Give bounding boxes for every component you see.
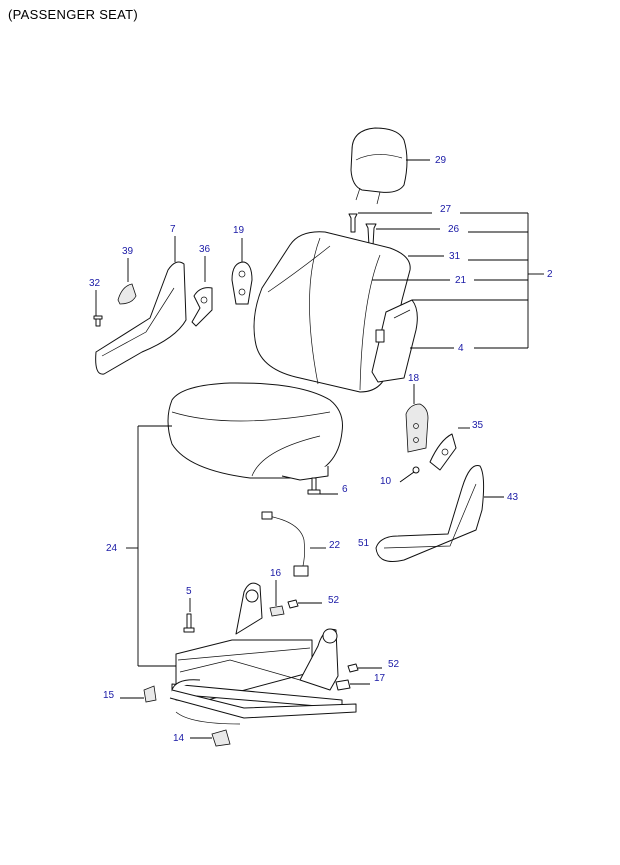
callout-22: 22 xyxy=(329,540,341,551)
callout-16: 16 xyxy=(270,568,282,579)
callout-10: 10 xyxy=(380,476,392,487)
callout-14: 14 xyxy=(173,733,185,744)
callout-19: 19 xyxy=(233,225,245,236)
callout-labels: 29 27 26 31 21 2 4 7 39 36 19 32 18 35 1… xyxy=(89,155,553,744)
bolt-6 xyxy=(307,477,321,495)
callout-32: 32 xyxy=(89,278,101,289)
seat-frame xyxy=(169,582,357,725)
diagram-title: (PASSENGER SEAT) xyxy=(8,7,139,22)
seat-cushion xyxy=(167,382,343,481)
callout-7: 7 xyxy=(170,224,176,235)
headrest-guide-pins xyxy=(348,213,377,247)
right-side-cover xyxy=(375,464,485,562)
callout-27: 27 xyxy=(440,204,452,215)
headrest xyxy=(350,127,408,205)
callout-6: 6 xyxy=(342,484,348,495)
clip-17 xyxy=(335,679,351,691)
recliner-knob-cover xyxy=(117,283,137,305)
callout-43: 43 xyxy=(507,492,519,503)
callout-31: 31 xyxy=(449,251,461,262)
recliner-lever xyxy=(191,287,213,327)
left-side-cover xyxy=(95,261,187,375)
clip-52-upper xyxy=(287,599,299,609)
callout-39: 39 xyxy=(122,246,134,257)
callout-24: 24 xyxy=(106,543,118,554)
bolt-5 xyxy=(183,613,195,633)
callout-15: 15 xyxy=(103,690,115,701)
cover-15 xyxy=(143,685,157,703)
cover-14 xyxy=(211,729,231,747)
callout-21: 21 xyxy=(455,275,467,286)
callout-2: 2 xyxy=(547,269,553,280)
screw-32 xyxy=(93,315,103,327)
callout-29: 29 xyxy=(435,155,447,166)
recliner-bracket xyxy=(231,261,253,305)
washer-10 xyxy=(412,466,420,474)
callout-51: 51 xyxy=(358,538,370,549)
wiring-harness xyxy=(261,511,309,577)
callout-52-upper: 52 xyxy=(328,595,340,606)
clip-52-lower xyxy=(347,663,359,673)
callout-26: 26 xyxy=(448,224,460,235)
seat-back-board xyxy=(371,299,418,383)
callout-18: 18 xyxy=(408,373,420,384)
callout-5: 5 xyxy=(186,586,192,597)
clip-16 xyxy=(269,605,285,617)
callout-35: 35 xyxy=(472,420,484,431)
callout-36: 36 xyxy=(199,244,211,255)
callout-4: 4 xyxy=(458,343,464,354)
right-recliner-bracket xyxy=(405,403,429,453)
callout-52-lower: 52 xyxy=(388,659,400,670)
right-recliner-lever xyxy=(429,433,457,471)
callout-17: 17 xyxy=(374,673,386,684)
leader-lines xyxy=(95,159,544,739)
